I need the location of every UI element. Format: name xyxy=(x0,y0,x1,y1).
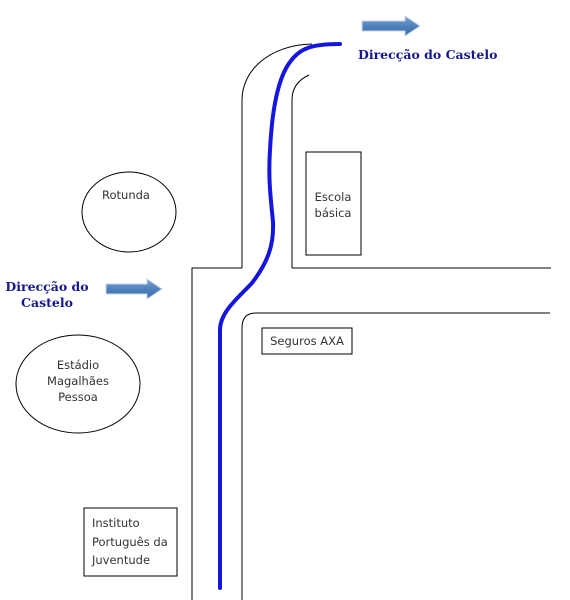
instituto-label-2: Português da xyxy=(92,535,168,549)
instituto-label-3: Juventude xyxy=(91,553,150,567)
street-inner-corner xyxy=(241,312,550,600)
arrow-right-icon xyxy=(105,278,163,300)
direction-label-left-2: Castelo xyxy=(21,295,73,310)
street-left-edge-upper xyxy=(241,43,313,268)
estadio-label-3: Pessoa xyxy=(58,390,98,404)
route-path xyxy=(218,42,342,590)
escola-box xyxy=(305,151,362,256)
direction-label-top: Direcção do Castelo xyxy=(358,47,497,62)
rotunda-label: Rotunda xyxy=(102,188,150,202)
rotunda-shape xyxy=(81,171,177,253)
street-left-corner xyxy=(191,267,242,600)
estadio-label-1: Estádio xyxy=(57,358,99,372)
estadio-label-2: Magalhães xyxy=(47,374,109,388)
instituto-box xyxy=(83,507,178,577)
estadio-shape xyxy=(15,334,141,434)
arrow-right-icon xyxy=(361,15,421,37)
instituto-label-1: Instituto xyxy=(92,516,140,530)
direction-label-left-1: Direcção do xyxy=(5,279,88,294)
escola-label-1: Escola xyxy=(315,190,352,204)
seguros-label: Seguros AXA xyxy=(270,334,344,348)
seguros-box xyxy=(261,327,353,355)
street-right-edge-upper xyxy=(291,74,310,268)
escola-label-2: básica xyxy=(315,206,352,220)
streets xyxy=(191,43,551,600)
